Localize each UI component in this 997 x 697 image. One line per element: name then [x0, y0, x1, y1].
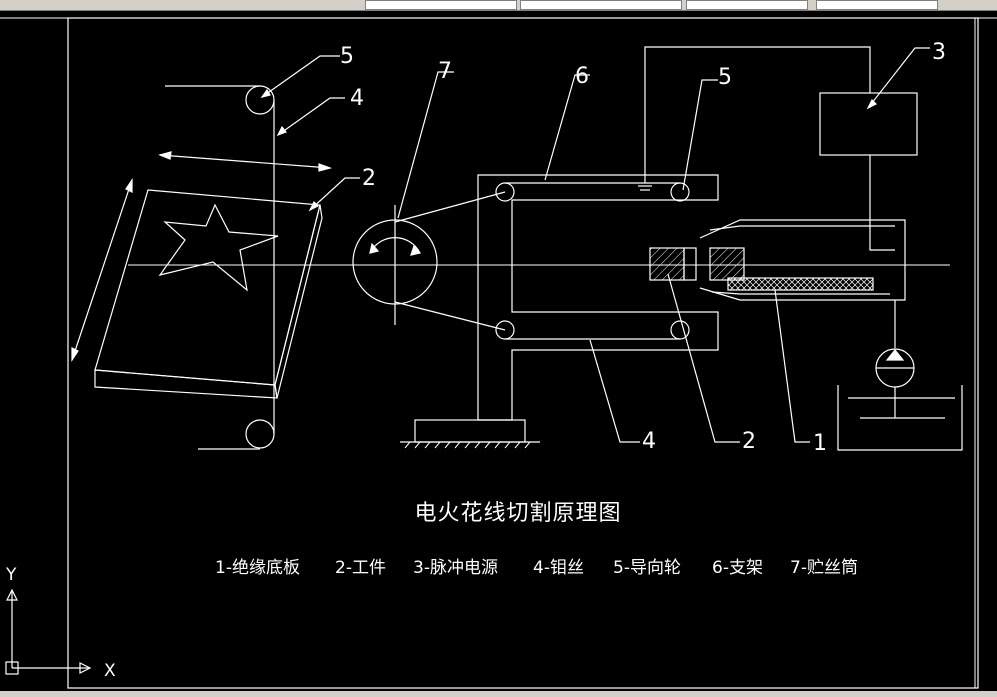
- star-cut-workpiece: [158, 203, 279, 292]
- pulse-power-supply: [819, 92, 918, 156]
- workpiece: [649, 247, 685, 281]
- legend-item-4: 4-钼丝: [533, 558, 584, 578]
- status-bar: [0, 691, 997, 697]
- legend-item-1: 1-绝缘底板: [215, 558, 300, 578]
- label-5-guide: 5: [718, 65, 732, 90]
- toolbar-field[interactable]: [365, 0, 517, 10]
- toolbar-field[interactable]: [686, 0, 808, 10]
- drawing-canvas[interactable]: 5 4 2 7 6 5 3 4 2 1 电火花线切割原理图 1-绝缘底板 2-工…: [0, 11, 997, 691]
- label-6-bracket: 6: [575, 64, 589, 89]
- label-1-base: 1: [813, 431, 827, 456]
- insulated-base: [727, 277, 874, 291]
- label-3-power: 3: [932, 40, 946, 65]
- toolbar-field[interactable]: [520, 0, 682, 10]
- legend-item-5: 5-导向轮: [613, 558, 681, 578]
- guide-pulley-top: [245, 85, 275, 115]
- diagram-title: 电火花线切割原理图: [414, 501, 621, 526]
- cad-toolbar: [0, 0, 997, 11]
- legend-item-7: 7-贮丝筒: [790, 558, 858, 578]
- label-7-drum: 7: [438, 59, 452, 84]
- drawing-frame: [67, 17, 979, 689]
- ucs-y-label: Y: [5, 565, 17, 585]
- ucs-x-label: X: [104, 661, 116, 681]
- toolbar-field[interactable]: [816, 0, 938, 10]
- support-bracket: [477, 174, 719, 421]
- legend-item-3: 3-脉冲电源: [413, 558, 498, 578]
- coolant-tank: [837, 385, 963, 451]
- legend-item-2: 2-工件: [335, 558, 386, 578]
- guide-pulley-bottom: [245, 419, 275, 449]
- label-2-block: 2: [742, 429, 756, 454]
- label-4-wire-bottom: 4: [642, 429, 656, 454]
- label-2-workpiece: 2: [362, 166, 376, 191]
- label-5-pulley: 5: [340, 44, 354, 69]
- insulated-base-plate: [94, 189, 321, 386]
- wire-edm-diagram: 5 4 2 7 6 5 3 4 2 1 电火花线切割原理图 1-绝缘底板 2-工…: [0, 17, 997, 689]
- label-4-wire: 4: [350, 86, 364, 111]
- legend-item-6: 6-支架: [712, 558, 763, 578]
